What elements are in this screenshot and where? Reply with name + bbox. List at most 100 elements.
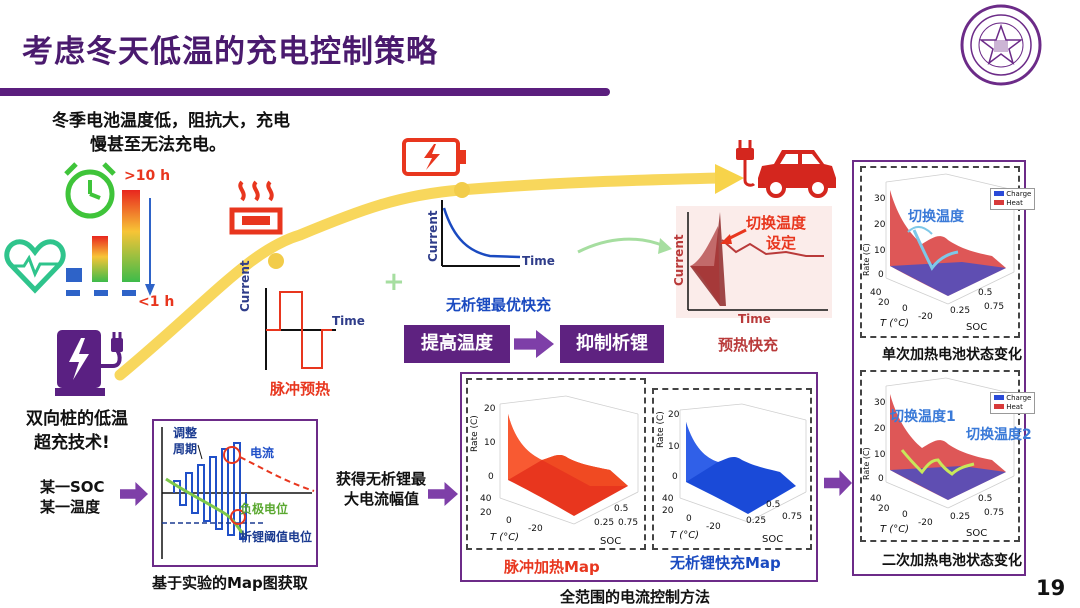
optimal-caption: 无析锂最优快充 xyxy=(446,296,552,314)
preheat-annotation-line2: 设定 xyxy=(766,234,797,252)
heat-t-label: T (°C) xyxy=(490,532,520,543)
fast-z-tick-2: 0 xyxy=(672,472,678,482)
single-switch-temp: 切换温度 xyxy=(908,209,964,225)
heat-z-label: Rate (C) xyxy=(470,415,480,452)
heat-soc-tick-1: 0.5 xyxy=(614,504,629,514)
single-heat-surface xyxy=(862,168,1018,340)
fast-map-caption: 无析锂快充Map xyxy=(670,554,781,572)
preheat-ylabel: Current xyxy=(672,234,686,286)
heat-map-panel xyxy=(466,378,646,550)
fast-soc-tick-1: 0.5 xyxy=(766,500,781,510)
pulse-preheat-chart xyxy=(240,284,370,384)
single-legend-charge: Charge xyxy=(1006,190,1032,198)
page-number: 19 xyxy=(1036,576,1066,600)
fast-t-tick-1: 20 xyxy=(662,506,674,516)
single-z-tick-2: 10 xyxy=(874,246,886,256)
double-t-tick-3: -20 xyxy=(918,518,933,528)
double-t-tick-1: 20 xyxy=(878,504,890,514)
anode-label: 负极电位 xyxy=(240,502,289,516)
pulse-ylabel: Current xyxy=(238,260,252,312)
heat-t-tick-2: 0 xyxy=(506,516,512,526)
heat-t-tick-1: 20 xyxy=(480,508,492,518)
heat-z-tick-1: 10 xyxy=(484,438,496,448)
pulse-xlabel: Time xyxy=(332,314,365,328)
single-t-tick-1: 20 xyxy=(878,298,890,308)
double-z-tick-1: 20 xyxy=(874,424,886,434)
output-line1: 获得无析锂最 xyxy=(336,470,427,488)
fast-t-label: T (°C) xyxy=(670,530,700,541)
input-line2: 某一温度 xyxy=(40,498,101,516)
double-z-label: Rate (C) xyxy=(862,447,871,480)
fast-soc-tick-2: 0.75 xyxy=(782,512,803,522)
intro-line1: 冬季电池温度低，阻抗大，充电 xyxy=(52,111,290,131)
single-z-tick-0: 30 xyxy=(874,194,886,204)
university-seal-logo xyxy=(960,4,1042,86)
fast-z-label: Rate (C) xyxy=(656,411,666,448)
optimal-ylabel: Current xyxy=(426,210,440,262)
maps-group-caption: 全范围的电流控制方法 xyxy=(560,588,711,606)
pulse-caption: 脉冲预热 xyxy=(270,380,331,398)
fast-z-tick-0: 20 xyxy=(668,410,680,420)
preheat-annotation-line1: 切换温度 xyxy=(746,214,807,232)
single-t-label: T (°C) xyxy=(880,318,910,329)
single-t-tick-3: -20 xyxy=(918,312,933,322)
double-legend-charge: Charge xyxy=(1006,394,1032,402)
current-label: 电流 xyxy=(250,446,275,460)
fast-soc-label: SOC xyxy=(762,534,784,545)
heat-z-tick-0: 20 xyxy=(484,404,496,414)
double-z-tick-3: 0 xyxy=(878,474,884,484)
time-high-label: >10 h xyxy=(124,168,171,184)
heat-map-surface xyxy=(470,394,644,548)
single-z-tick-1: 20 xyxy=(874,220,886,230)
input-line1: 某一SOC xyxy=(40,478,105,496)
heat-t-tick-3: -20 xyxy=(528,524,543,534)
double-soc-tick-1: 0.5 xyxy=(978,494,993,504)
charger-label-line2: 超充技术! xyxy=(34,433,110,453)
adjust-line1: 调整 xyxy=(173,426,198,440)
map-experiment-plot xyxy=(154,421,316,569)
fast-map-surface xyxy=(654,400,810,544)
preheat-fast-chart xyxy=(676,206,832,322)
double-soc-tick-2: 0.75 xyxy=(984,508,1005,518)
charger-label-line1: 双向桩的低温 xyxy=(26,409,128,429)
title-underline xyxy=(0,88,610,96)
double-switch-temp2: 切换温度2 xyxy=(966,427,1032,443)
single-legend: Charge Heat xyxy=(990,188,1036,210)
fast-t-tick-0: 40 xyxy=(662,494,674,504)
time-low-label: <1 h xyxy=(138,294,175,310)
battery-charging-icon xyxy=(402,136,468,182)
single-z-tick-3: 0 xyxy=(878,270,884,280)
double-caption: 二次加热电池状态变化 xyxy=(882,553,1022,569)
output-line2: 大电流幅值 xyxy=(344,490,420,508)
heat-soc-tick-0: 0.25 xyxy=(594,518,615,528)
single-caption: 单次加热电池状态变化 xyxy=(882,347,1022,363)
fast-t-tick-2: 0 xyxy=(686,514,692,524)
heat-map-caption: 脉冲加热Map xyxy=(504,558,600,576)
svg-text:+: + xyxy=(383,267,405,297)
double-legend: Charge Heat xyxy=(990,392,1036,414)
heat-t-tick-0: 40 xyxy=(480,494,492,504)
adjust-line2: 周期 xyxy=(173,442,198,456)
fast-map-panel xyxy=(652,388,812,550)
raise-temp-step: 提高温度 xyxy=(404,325,510,363)
map-exp-caption: 基于实验的Map图获取 xyxy=(152,574,308,592)
double-soc-tick-0: 0.25 xyxy=(950,512,971,522)
heater-icon xyxy=(228,178,284,244)
map-experiment-box xyxy=(152,419,318,567)
annotation-arrow-icon xyxy=(718,228,748,250)
single-soc-tick-0: 0.25 xyxy=(950,306,971,316)
heat-soc-tick-2: 0.75 xyxy=(618,518,639,528)
fast-soc-tick-0: 0.25 xyxy=(746,516,767,526)
single-t-tick-0: 40 xyxy=(870,288,882,298)
intro-line2: 慢甚至无法充电。 xyxy=(90,135,226,155)
heart-pulse-icon xyxy=(4,236,66,298)
optimal-charge-chart xyxy=(430,200,560,280)
time-bar-chart-icon xyxy=(58,180,168,309)
single-heat-panel xyxy=(860,166,1020,338)
heat-z-tick-2: 0 xyxy=(488,472,494,482)
preheat-xlabel: Time xyxy=(738,312,771,326)
threshold-label: 析锂阈值电位 xyxy=(240,530,313,544)
single-soc-tick-2: 0.75 xyxy=(984,302,1005,312)
double-t-label: T (°C) xyxy=(880,524,910,535)
